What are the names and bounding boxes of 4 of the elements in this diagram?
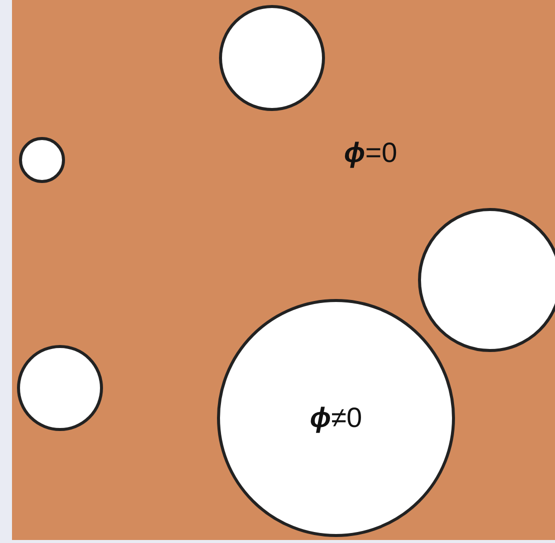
phase-label: ϕ≠0 [310, 402, 362, 434]
field-region [12, 0, 555, 540]
circle-inclusion [19, 137, 65, 183]
phase-label: ϕ=0 [344, 137, 398, 169]
